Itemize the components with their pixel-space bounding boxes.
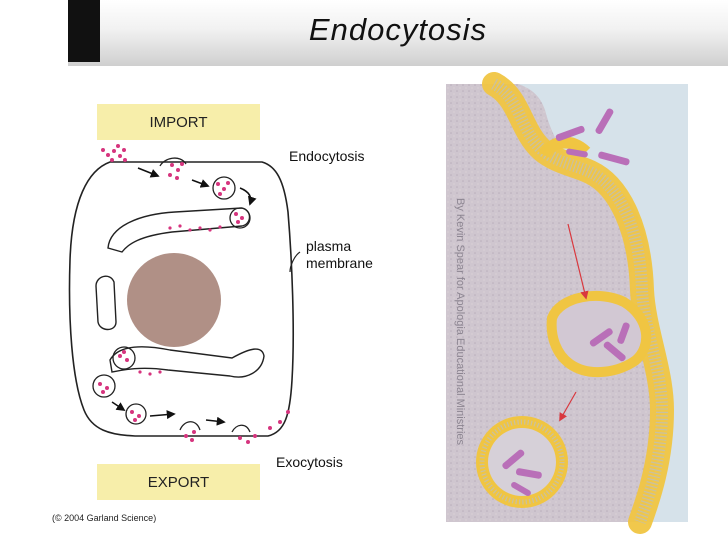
export-arrow-2	[149, 410, 176, 420]
export-arrow-3	[205, 416, 226, 426]
lower-organelle	[109, 346, 265, 378]
import-vesicles	[159, 157, 251, 229]
import-arrow-1	[137, 167, 160, 178]
plasma-membrane-pointer	[289, 251, 301, 273]
import-arrow-3	[239, 187, 257, 206]
plasma-label-line2: membrane	[306, 255, 373, 271]
import-arrow-2	[191, 179, 210, 188]
plasma-membrane-label: plasma membrane	[306, 238, 373, 272]
export-label: EXPORT	[147, 473, 210, 491]
exocytosis-label: Exocytosis	[276, 454, 343, 470]
illustration-credit: By Kevin Spear for Apologia Educational …	[454, 198, 466, 446]
slide-title: Endocytosis	[308, 12, 488, 47]
endocytosis-label: Endocytosis	[289, 148, 365, 164]
copyright-text: (© 2004 Garland Science)	[52, 513, 157, 523]
plasma-label-line1: plasma	[306, 238, 352, 254]
import-banner: IMPORT	[97, 104, 260, 140]
endocytosis-illustration	[446, 72, 688, 534]
export-cargo	[98, 350, 290, 444]
export-banner: EXPORT	[97, 464, 260, 500]
import-label: IMPORT	[149, 113, 208, 131]
cell-outline	[68, 161, 295, 437]
title-bar-edge	[68, 0, 100, 62]
title-bar: Endocytosis	[68, 0, 728, 66]
upper-organelle	[107, 207, 251, 253]
import-cargo	[101, 144, 244, 232]
left-organelle	[95, 275, 117, 331]
nucleus	[127, 253, 221, 347]
export-arrow-1	[111, 401, 126, 411]
export-vesicles	[92, 346, 251, 433]
